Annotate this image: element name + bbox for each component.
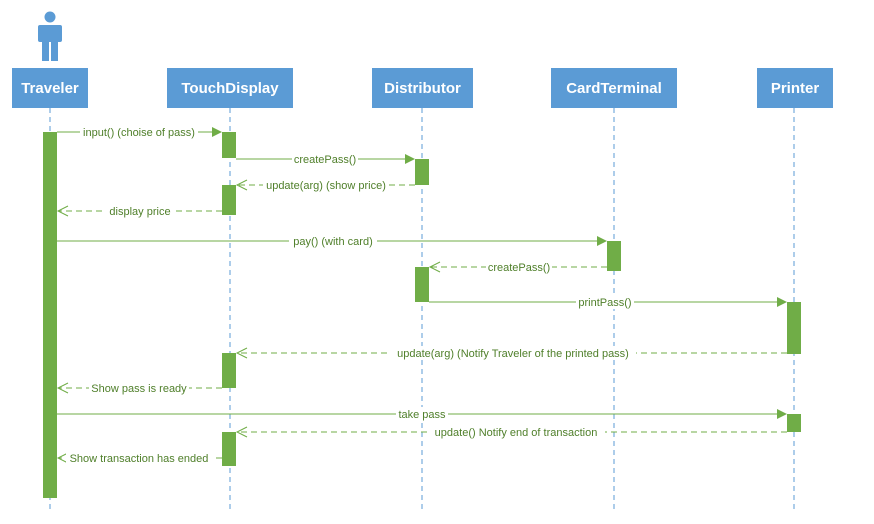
- message-label-update-end: update() Notify end of transaction: [435, 427, 598, 439]
- message-label-update-printed: update(arg) (Notify Traveler of the prin…: [397, 348, 629, 360]
- activation-touchdisplay-4: [222, 432, 236, 466]
- message-label-printpass: printPass(): [578, 297, 631, 309]
- lifeline-header-distributor: Distributor: [372, 68, 473, 108]
- activation-distributor-2: [415, 267, 429, 302]
- person-icon: [38, 11, 62, 61]
- message-label-take-pass: take pass: [398, 409, 446, 421]
- activation-touchdisplay-2: [222, 185, 236, 215]
- message-label-display-price: display price: [109, 206, 170, 218]
- activation-cardterminal: [607, 241, 621, 271]
- lifeline-header-cardterminal: CardTerminal: [551, 68, 677, 108]
- message-label-pass-ready: Show pass is ready: [91, 383, 187, 395]
- lifeline-header-touchdisplay: TouchDisplay: [167, 68, 293, 108]
- arrowhead-update-end: [235, 426, 248, 438]
- message-label-pay: pay() (with card): [293, 236, 372, 248]
- message-label-transaction-ended: Show transaction has ended: [70, 453, 209, 465]
- arrowhead-input: [212, 127, 222, 137]
- arrowhead-createpass-return: [428, 261, 441, 273]
- activation-printer-2: [787, 414, 801, 432]
- arrowhead-pay: [597, 236, 607, 246]
- arrowhead-createpass: [405, 154, 415, 164]
- arrowhead-pass-ready: [56, 382, 69, 394]
- message-label-createpass-return: createPass(): [488, 262, 550, 274]
- arrowhead-transaction-ended: [56, 452, 69, 464]
- lifeline-header-printer: Printer: [757, 68, 833, 108]
- arrowhead-display-price: [56, 205, 69, 217]
- activation-touchdisplay-1: [222, 132, 236, 158]
- activation-touchdisplay-3: [222, 353, 236, 388]
- message-label-input: input() (choise of pass): [83, 127, 195, 139]
- message-label-createpass: createPass(): [294, 154, 356, 166]
- arrowhead-printpass: [777, 297, 787, 307]
- message-label-update-price: update(arg) (show price): [266, 180, 386, 192]
- arrowhead-update-printed: [235, 347, 248, 359]
- arrowhead-take-pass: [777, 409, 787, 419]
- activation-printer-1: [787, 302, 801, 354]
- arrowhead-update-price: [235, 179, 248, 191]
- activation-traveler: [43, 132, 57, 498]
- lifeline-header-traveler: Traveler: [12, 68, 88, 108]
- activation-distributor-1: [415, 159, 429, 185]
